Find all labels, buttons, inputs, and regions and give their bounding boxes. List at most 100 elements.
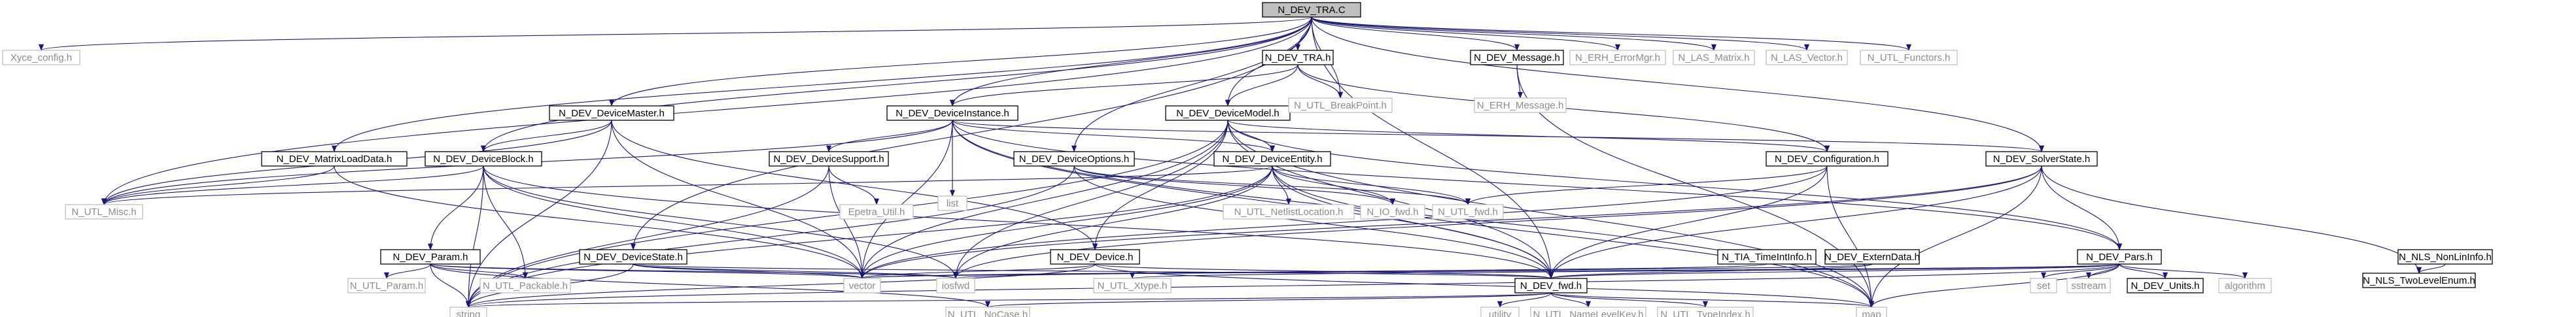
node-utl-param[interactable]: N_UTL_Param.h — [347, 278, 426, 293]
node-iosfwd[interactable]: iosfwd — [936, 278, 975, 293]
node-dev-fwd[interactable]: N_DEV_fwd.h — [1514, 278, 1588, 293]
node-list[interactable]: list — [937, 195, 967, 211]
edge-arrowhead — [38, 44, 44, 51]
edge-dev-block-to-string — [468, 165, 484, 308]
node-epetra-util[interactable]: Epetra_Util.h — [839, 204, 914, 220]
edge-dev-pars-to-string — [468, 263, 2120, 308]
edge-dev-fwd-to-utl-typeindex — [1550, 292, 1706, 308]
edge-dev-tra-to-dev-model — [1227, 64, 1298, 107]
node-dev-externdata[interactable]: N_DEV_ExternData.h — [1824, 249, 1920, 265]
edge-dev-solverstate-to-dev-pars — [2041, 165, 2120, 250]
node-label: sstream — [2071, 280, 2106, 292]
node-utility[interactable]: utility — [1480, 307, 1520, 317]
node-erh-message[interactable]: N_ERH_Message.h — [1474, 97, 1567, 113]
node-box — [2077, 249, 2162, 265]
node-utl-nocase[interactable]: N_UTL_NoCase.h — [945, 307, 1030, 317]
node-xyce-config[interactable]: Xyce_config.h — [2, 50, 80, 65]
node-erh-errormgr[interactable]: N_ERH_ErrorMgr.h — [1569, 50, 1666, 65]
edge-root-to-dev-solverstate — [1311, 16, 2042, 152]
node-dev-matrixload[interactable]: N_DEV_MatrixLoadData.h — [261, 151, 408, 167]
node-dev-master[interactable]: N_DEV_DeviceMaster.h — [549, 105, 674, 121]
node-dev-options[interactable]: N_DEV_DeviceOptions.h — [1013, 151, 1135, 167]
node-utl-misc[interactable]: N_UTL_Misc.h — [65, 204, 143, 220]
node-box — [1288, 97, 1393, 113]
node-utl-namelevelkey[interactable]: N_UTL_NameLevelKey.h — [1530, 307, 1646, 317]
node-dev-instance[interactable]: N_DEV_DeviceInstance.h — [886, 105, 1018, 121]
node-dev-block[interactable]: N_DEV_DeviceBlock.h — [425, 151, 542, 167]
node-dev-devicestate[interactable]: N_DEV_DeviceState.h — [579, 249, 688, 265]
edge-arrowhead — [383, 272, 390, 279]
node-box — [380, 249, 481, 265]
edge-arrowhead — [1517, 92, 1523, 99]
node-dev-device[interactable]: N_DEV_Device.h — [1050, 249, 1140, 265]
edge-dev-configuration-to-utl-fwd — [1467, 165, 1828, 205]
node-las-matrix[interactable]: N_LAS_Matrix.h — [1673, 50, 1755, 65]
edge-dev-model-to-dev-pars — [1227, 120, 2120, 250]
node-box — [1474, 97, 1567, 113]
node-utl-fwd[interactable]: N_UTL_fwd.h — [1432, 204, 1504, 220]
edge-dev-param-to-utl-param — [386, 263, 431, 279]
edge-arrowhead — [101, 198, 107, 205]
node-dev-units[interactable]: N_DEV_Units.h — [2127, 278, 2204, 293]
edge-dev-matrixload-to-vector — [334, 165, 863, 279]
edge-arrowhead — [1868, 301, 1875, 308]
node-label: utility — [1489, 309, 1512, 317]
node-label: N_DEV_Configuration.h — [1775, 154, 1879, 165]
node-box — [1514, 278, 1588, 293]
node-utl-xtype[interactable]: N_UTL_Xtype.h — [1093, 278, 1172, 293]
node-nls-twolevelenum[interactable]: N_NLS_TwoLevelEnum.h — [2362, 273, 2476, 288]
node-root[interactable]: N_DEV_TRA.C — [1262, 2, 1361, 18]
node-dev-configuration[interactable]: N_DEV_Configuration.h — [1766, 151, 1888, 167]
node-box — [1050, 249, 1140, 265]
node-tia-timeintinfo[interactable]: N_TIA_TimeIntInfo.h — [1717, 249, 1817, 265]
node-nls-nonlininfo[interactable]: N_NLS_NonLinInfo.h — [2397, 249, 2493, 265]
edge-dev-devicestate-to-dev-fwd — [633, 263, 1552, 279]
node-box — [839, 204, 914, 220]
edge-dev-block-to-vector — [483, 165, 863, 279]
edge-arrowhead — [2416, 267, 2422, 274]
node-label: N_DEV_ExternData.h — [1824, 252, 1920, 263]
edge-arrowhead — [1269, 145, 1276, 152]
node-string[interactable]: string — [449, 307, 487, 317]
edge-dev-instance-to-dev-solverstate — [952, 120, 2042, 152]
node-label: N_UTL_Xtype.h — [1098, 280, 1168, 292]
node-box — [937, 195, 967, 211]
node-dev-param[interactable]: N_DEV_Param.h — [380, 249, 481, 265]
edge-dev-instance-to-dev-fwd — [952, 120, 1552, 279]
node-box — [886, 105, 1018, 121]
node-sstream[interactable]: sstream — [2066, 278, 2111, 293]
node-dev-pars[interactable]: N_DEV_Pars.h — [2077, 249, 2162, 265]
node-dev-model[interactable]: N_DEV_DeviceModel.h — [1165, 105, 1291, 121]
node-utl-packable[interactable]: N_UTL_Packable.h — [479, 278, 571, 293]
node-set[interactable]: set — [2030, 278, 2057, 293]
edge-dev-instance-to-dev-support — [828, 120, 953, 152]
node-box — [1985, 151, 2098, 167]
node-dev-message[interactable]: N_DEV_Message.h — [1470, 50, 1564, 65]
edge-dev-param-to-string — [430, 263, 469, 308]
node-dev-tra[interactable]: N_DEV_TRA.h — [1262, 50, 1334, 65]
node-vector[interactable]: vector — [843, 278, 881, 293]
node-dev-entity[interactable]: N_DEV_DeviceEntity.h — [1213, 151, 1331, 167]
node-utl-breakpoint[interactable]: N_UTL_BreakPoint.h — [1288, 97, 1393, 113]
node-utl-functors[interactable]: N_UTL_Functors.h — [1860, 50, 1958, 65]
node-utl-netlistlocation[interactable]: N_UTL_NetlistLocation.h — [1223, 204, 1355, 220]
node-map[interactable]: map — [1856, 307, 1887, 317]
node-dev-support[interactable]: N_DEV_DeviceSupport.h — [769, 151, 889, 167]
node-label: N_UTL_Packable.h — [483, 280, 568, 292]
node-io-fwd[interactable]: N_IO_fwd.h — [1360, 204, 1425, 220]
node-algorithm[interactable]: algorithm — [2218, 278, 2272, 293]
edge-root-to-dev-fwd — [1311, 16, 1552, 279]
node-utl-typeindex[interactable]: N_UTL_TypeIndex.h — [1657, 307, 1754, 317]
edge-arrowhead — [1497, 301, 1503, 308]
node-box — [2, 50, 80, 65]
node-las-vector[interactable]: N_LAS_Vector.h — [1766, 50, 1848, 65]
edge-dev-options-to-io-fwd — [1073, 165, 1393, 205]
edges-layer — [38, 16, 2446, 308]
node-box — [1569, 50, 1666, 65]
node-label: N_ERH_Message.h — [1477, 100, 1564, 111]
edge-arrowhead — [2242, 272, 2248, 279]
node-box — [65, 204, 143, 220]
node-label: Xyce_config.h — [10, 52, 72, 63]
node-dev-solverstate[interactable]: N_DEV_SolverState.h — [1985, 151, 2098, 167]
